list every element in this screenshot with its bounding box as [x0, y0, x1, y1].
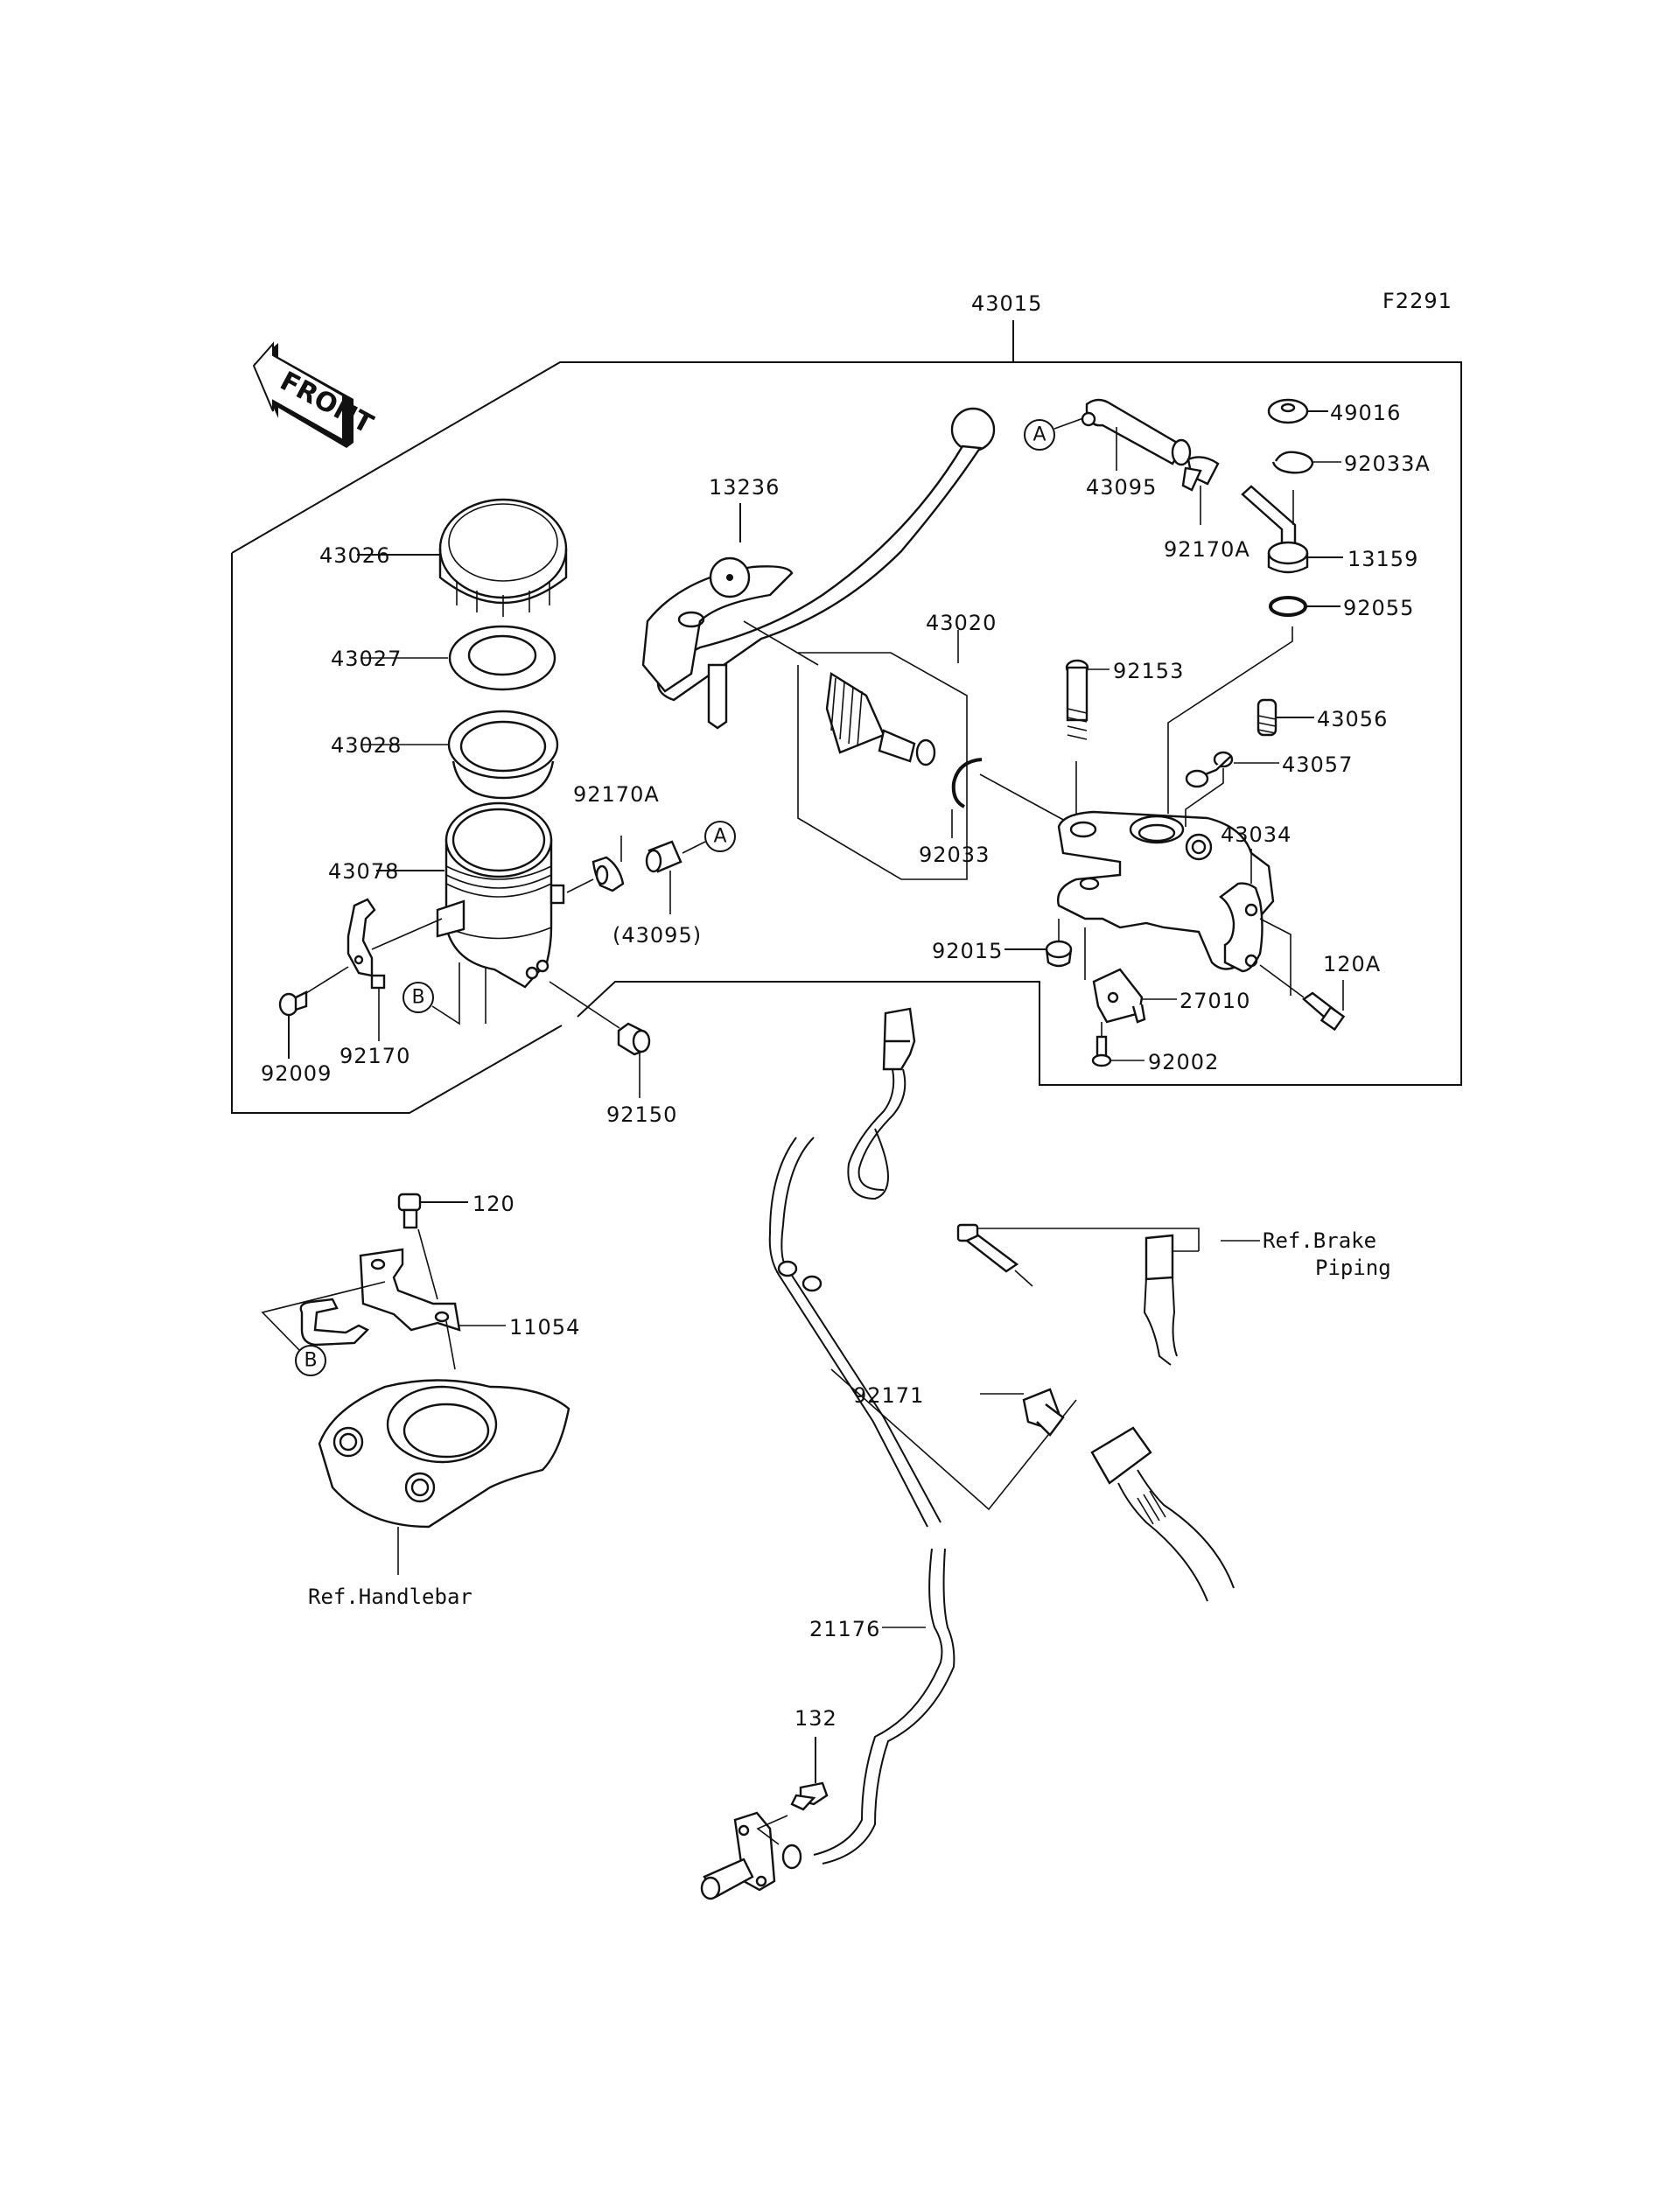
reference-marker-a-text: A — [713, 826, 726, 848]
label-43027: 43027 — [331, 647, 402, 671]
ref-handlebar: Ref.Handlebar — [308, 1585, 472, 1609]
screw-92009 — [278, 990, 308, 1017]
screw-92150 — [617, 1022, 651, 1056]
label-92002: 92002 — [1148, 1050, 1219, 1074]
label-13236: 13236 — [709, 475, 780, 500]
brake-lever — [641, 407, 996, 730]
reference-marker-a-right-text: A — [1032, 424, 1046, 446]
diaphragm — [447, 710, 559, 800]
fitting-13159 — [1241, 485, 1309, 574]
assembly-label: 43015 — [971, 291, 1042, 316]
label-43056: 43056 — [1317, 707, 1388, 731]
label-43057: 43057 — [1282, 752, 1353, 777]
bracket-11054 — [299, 1248, 461, 1347]
label-92033: 92033 — [919, 843, 990, 867]
reservoir-cap — [438, 498, 568, 617]
clamp-92170a-left — [592, 856, 625, 892]
hose-stub-43095 — [645, 840, 682, 873]
label-92171: 92171 — [853, 1383, 924, 1408]
label-92033a: 92033A — [1344, 451, 1431, 476]
label-132: 132 — [794, 1706, 837, 1731]
diaphragm-plate — [448, 625, 556, 691]
brake-light-switch-body — [700, 1811, 802, 1900]
assembly-43015-outline: 43015 — [231, 291, 1462, 1114]
clamp-92170a-right — [1181, 456, 1220, 492]
label-120: 120 — [472, 1192, 515, 1216]
bolt-132 — [790, 1781, 829, 1811]
figure-id: F2291 — [1382, 289, 1452, 313]
label-43020: 43020 — [926, 611, 997, 635]
label-13159: 13159 — [1348, 547, 1418, 571]
banjo-bolt — [956, 1223, 1019, 1273]
o-ring-92055 — [1269, 596, 1307, 617]
label-43026: 43026 — [319, 543, 390, 568]
label-120a: 120A — [1323, 952, 1381, 976]
bracket-92171 — [1022, 1388, 1065, 1437]
bleeder-43056 — [1256, 698, 1278, 737]
nut-92015 — [1045, 940, 1073, 968]
handlebar-holder — [318, 1379, 570, 1529]
label-92153: 92153 — [1113, 659, 1184, 683]
label-43095-paren: (43095) — [612, 923, 702, 948]
reference-marker-b-lower — [295, 1345, 326, 1376]
label-92015: 92015 — [932, 939, 1003, 963]
label-43078: 43078 — [328, 859, 399, 884]
label-21176: 21176 — [809, 1617, 880, 1641]
piston-assembly — [743, 620, 936, 766]
ref-brake-piping-line2: Piping — [1315, 1256, 1391, 1280]
label-92150: 92150 — [606, 1102, 677, 1127]
brake-light-switch-27010 — [1092, 968, 1146, 1024]
label-11054: 11054 — [509, 1315, 580, 1340]
screw-92002 — [1091, 1035, 1112, 1067]
front-arrow-icon: FRONT — [252, 341, 378, 448]
bolt-120 — [397, 1193, 422, 1229]
bleeder-cap-43057 — [1185, 751, 1234, 788]
label-92170: 92170 — [340, 1044, 410, 1068]
reservoir-tank — [436, 801, 565, 989]
label-92009: 92009 — [261, 1061, 332, 1086]
switch-connector — [882, 1007, 916, 1071]
label-43095: 43095 — [1086, 475, 1157, 500]
brake-hose — [1090, 1234, 1235, 1602]
circlip-92033a — [1271, 451, 1314, 474]
brake-switch-lead-21176 — [768, 1068, 956, 1865]
label-27010: 27010 — [1180, 989, 1250, 1013]
label-43034: 43034 — [1221, 822, 1292, 847]
ref-brake-piping-line1: Ref.Brake — [1263, 1228, 1376, 1253]
label-43028: 43028 — [331, 733, 402, 758]
reference-marker-b — [402, 982, 434, 1013]
bracket-92170 — [346, 898, 386, 990]
clamp-43034 — [1219, 882, 1264, 973]
reference-marker-a — [704, 821, 736, 852]
label-49016: 49016 — [1330, 401, 1401, 425]
sub-assembly-43020-outline — [797, 652, 968, 880]
reference-marker-b-text: B — [411, 987, 424, 1009]
bolt-120a — [1302, 991, 1346, 1032]
circlip-92033 — [951, 758, 983, 808]
label-92055: 92055 — [1343, 596, 1414, 620]
label-92170a-right: 92170A — [1164, 537, 1250, 562]
hose-43095 — [1081, 398, 1192, 466]
label-92170a-left: 92170A — [573, 782, 660, 807]
cap-49016 — [1267, 398, 1309, 424]
reference-marker-b-lower-text: B — [304, 1350, 317, 1372]
pivot-bolt-92153 — [1065, 659, 1089, 740]
reference-marker-a-right — [1024, 419, 1055, 451]
